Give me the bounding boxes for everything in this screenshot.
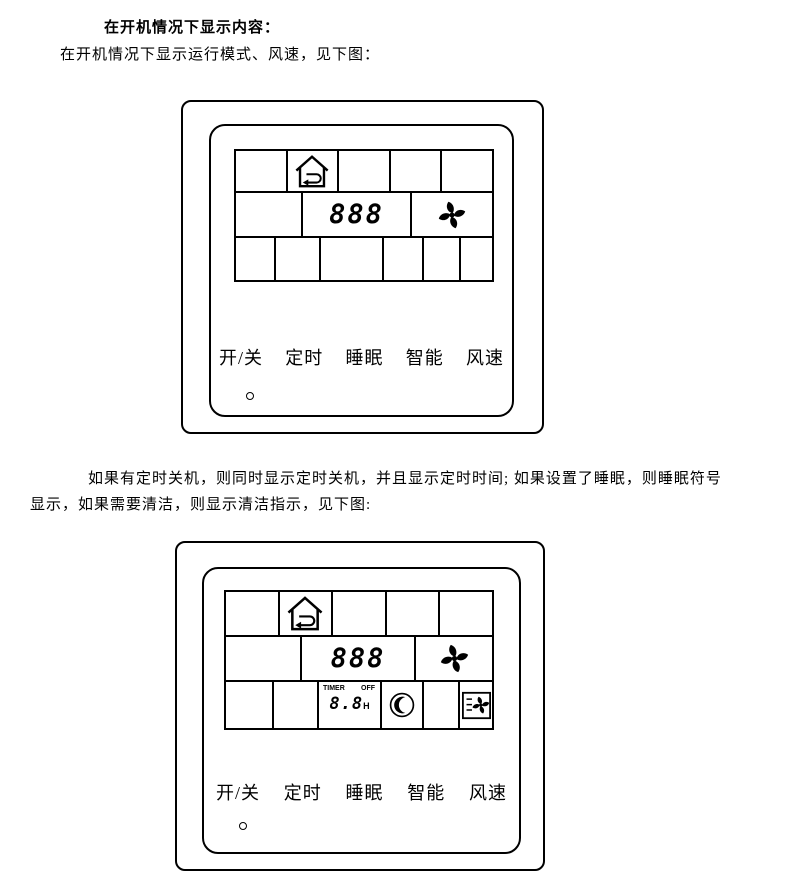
paragraph-line-2: 显示，如果需要清洁，则显示清洁指示，见下图:	[30, 497, 372, 513]
lcd-display-2: 888	[224, 590, 494, 730]
lcd-cell	[385, 591, 440, 636]
lcd-cell	[235, 192, 302, 237]
button-sleep: 睡眠	[345, 783, 384, 803]
lcd-cell	[383, 237, 423, 281]
lcd-cell-mode	[286, 150, 339, 192]
lcd-cell-sleep	[381, 681, 423, 729]
lcd-row-middle-1: 888	[235, 192, 493, 237]
paragraph-line-1: 如果有定时关机，则同时显示定时关机，并且显示定时时间; 如果设置了睡眠，则睡眠符…	[88, 471, 722, 487]
lcd-cell	[423, 681, 459, 729]
lcd-cell	[275, 237, 320, 281]
controller-face-2: 888	[202, 567, 521, 854]
temp-display-1: 888	[329, 199, 384, 230]
timer-off-label: OFF	[361, 685, 375, 692]
lcd-cell	[235, 237, 275, 281]
lcd-cell-temp: 888	[302, 192, 411, 237]
lcd-cell-clean	[459, 681, 493, 729]
sleep-moon-icon	[389, 692, 415, 718]
timer-label: TIMER	[323, 685, 345, 692]
lcd-cell	[389, 150, 442, 192]
lcd-cell-fan	[415, 636, 493, 681]
timer-labels: TIMER OFF	[322, 684, 377, 692]
lcd-row-top-2	[225, 591, 493, 636]
lcd-cell	[225, 636, 301, 681]
button-sleep: 睡眠	[345, 348, 384, 368]
lcd-cell	[441, 150, 493, 192]
lcd-row-bottom-2: TIMER OFF 8.8H	[225, 681, 493, 729]
lcd-row-middle-2: 888	[225, 636, 493, 681]
lcd-cell	[460, 237, 493, 281]
lcd-cell-mode	[278, 591, 333, 636]
timer-value-row: 8.8H	[322, 694, 377, 714]
section-heading: 在开机情况下显示内容：	[104, 19, 281, 36]
lcd-display-1: 888	[234, 149, 494, 282]
house-ventilation-icon	[295, 154, 329, 187]
lcd-cell-timer: TIMER OFF 8.8H	[318, 681, 381, 729]
indicator-led-2	[239, 822, 247, 830]
controller-diagram-1: 888	[181, 100, 544, 434]
timer-unit: H	[363, 701, 370, 711]
lcd-cell-temp: 888	[301, 636, 415, 681]
indicator-led-1	[246, 392, 254, 400]
lcd-cell	[332, 591, 386, 636]
lcd-cell	[338, 150, 390, 192]
intro-text: 在开机情况下显示运行模式、风速，见下图：	[60, 47, 381, 63]
button-power: 开/关	[216, 783, 261, 803]
lcd-cell	[273, 681, 318, 729]
button-fanspeed: 风速	[465, 348, 504, 368]
button-labels-1: 开/关 定时 睡眠 智能 风速	[219, 344, 504, 370]
lcd-row-bottom-1	[235, 237, 493, 281]
lcd-row-top-1	[235, 150, 493, 192]
controller-diagram-2: 888	[175, 541, 545, 871]
button-smart: 智能	[407, 783, 446, 803]
lcd-cell	[320, 237, 383, 281]
button-power: 开/关	[219, 348, 264, 368]
lcd-cell-fan	[411, 192, 493, 237]
button-timer: 定时	[285, 348, 324, 368]
button-smart: 智能	[405, 348, 444, 368]
button-fanspeed: 风速	[468, 783, 507, 803]
fan-speed-icon	[438, 201, 466, 228]
body-paragraph: 如果有定时关机，则同时显示定时关机，并且显示定时时间; 如果设置了睡眠，则睡眠符…	[30, 466, 764, 518]
timer-value: 8.8	[329, 694, 364, 714]
house-ventilation-icon	[288, 596, 323, 631]
lcd-cell	[235, 150, 287, 192]
lcd-cell	[225, 681, 273, 729]
fan-speed-icon	[440, 644, 468, 673]
button-timer: 定时	[283, 783, 322, 803]
clean-filter-icon	[461, 691, 491, 719]
lcd-cell	[439, 591, 493, 636]
lcd-cell	[225, 591, 279, 636]
controller-face-1: 888	[209, 124, 514, 417]
temp-display-2: 888	[330, 643, 386, 674]
lcd-cell	[423, 237, 460, 281]
button-labels-2: 开/关 定时 睡眠 智能 风速	[216, 779, 507, 805]
